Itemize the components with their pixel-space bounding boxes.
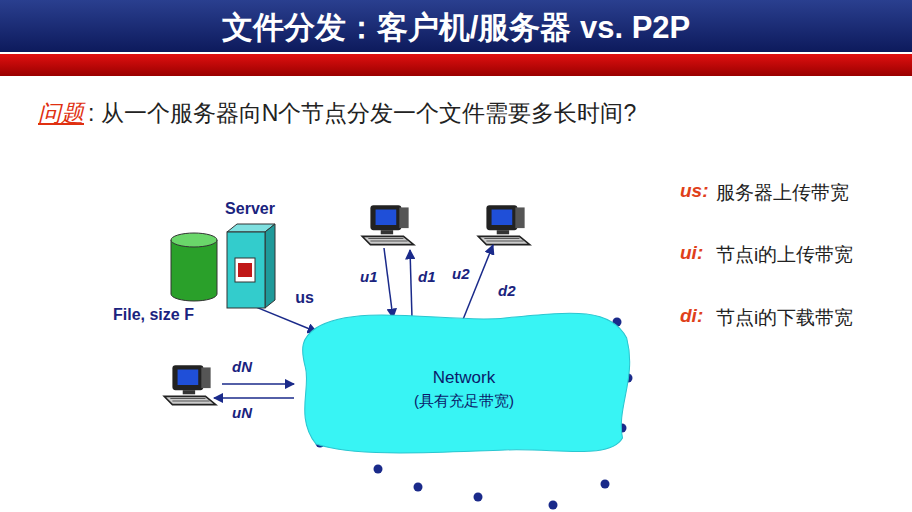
- bandwidth-label: d1: [418, 268, 436, 285]
- edge-label: us: [293, 289, 316, 307]
- symbol-definition: 节点i的下载带宽: [716, 305, 853, 331]
- node-note: (具有充足带宽): [295, 392, 633, 411]
- connector: [254, 306, 318, 332]
- bandwidth-label: dN: [232, 358, 252, 375]
- title: 文件分发：客户机/服务器 vs. P2P: [0, 7, 912, 49]
- file-cylinder: File, size F: [105, 228, 233, 328]
- node-heading: Server: [215, 200, 285, 218]
- symbol-term: ui:: [680, 242, 703, 264]
- bandwidth-label: uN: [232, 404, 252, 421]
- question-tag: 问题: [38, 98, 84, 129]
- symbol-definition: 节点i的上传带宽: [716, 242, 853, 268]
- bandwidth-label: u1: [360, 268, 378, 285]
- bandwidth-label: u2: [452, 265, 470, 282]
- node-heading: File, size F: [105, 306, 233, 324]
- network-cloud: Network (具有充足带宽): [295, 298, 633, 458]
- symbol-term: di:: [680, 305, 703, 327]
- server-box: Server: [215, 200, 285, 312]
- node-heading: Network: [295, 368, 633, 388]
- question-text: : 从一个服务器向N个节点分发一个文件需要多长时间?: [88, 98, 636, 129]
- bandwidth-label: d2: [498, 282, 516, 299]
- symbol-definition: 服务器上传带宽: [716, 180, 849, 206]
- symbol-term: us:: [680, 180, 709, 202]
